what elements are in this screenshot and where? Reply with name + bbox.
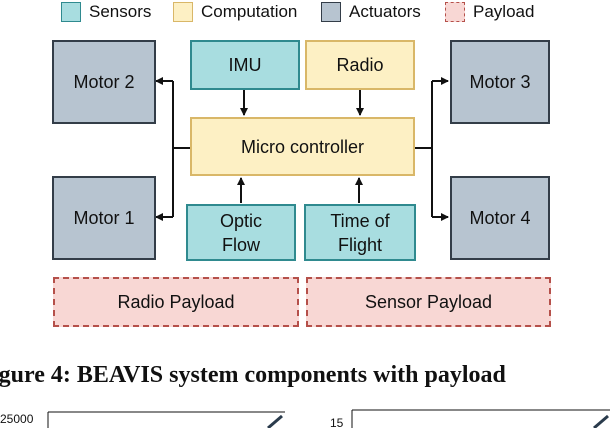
motor1-label: Motor 1 bbox=[73, 208, 135, 228]
legend-computation-label: Computation bbox=[201, 2, 298, 21]
motor1-box: Motor 1 bbox=[52, 176, 156, 260]
legend-sensors: Sensors bbox=[61, 1, 151, 23]
optic-flow-label-line2: Flow bbox=[221, 234, 260, 255]
imu-box: IMU bbox=[190, 40, 300, 90]
motor2-box: Motor 2 bbox=[52, 40, 156, 124]
radio-payload-label: Radio Payload bbox=[117, 292, 235, 312]
legend-actuators-label: Actuators bbox=[349, 2, 421, 21]
payload-swatch bbox=[445, 2, 465, 22]
motor3-box: Motor 3 bbox=[450, 40, 550, 124]
imu-label: IMU bbox=[228, 55, 262, 75]
legend-computation: Computation bbox=[173, 1, 297, 23]
optic-flow-label-line1: Optic bbox=[219, 210, 262, 231]
optic-flow-box: Optic Flow bbox=[186, 204, 296, 261]
sensor-payload-box: Sensor Payload bbox=[306, 277, 551, 327]
motor4-label: Motor 4 bbox=[469, 208, 531, 228]
motor3-label: Motor 3 bbox=[469, 72, 531, 92]
legend-actuators: Actuators bbox=[321, 1, 421, 23]
legend-payload-label: Payload bbox=[473, 2, 535, 21]
radio-payload-box: Radio Payload bbox=[53, 277, 299, 327]
time-of-flight-label-line1: Time of bbox=[330, 210, 390, 231]
legend-sensors-label: Sensors bbox=[89, 2, 152, 21]
micro-controller-label: Micro controller bbox=[240, 136, 365, 157]
left-axis-tick: 25000 bbox=[0, 412, 34, 426]
sensors-swatch bbox=[61, 2, 81, 22]
actuators-swatch bbox=[321, 2, 341, 22]
sensor-payload-label: Sensor Payload bbox=[364, 292, 493, 312]
right-axis-tick: 15 bbox=[330, 416, 344, 430]
figure-caption: igure 4: BEAVIS system components with p… bbox=[0, 362, 506, 388]
motor2-label: Motor 2 bbox=[73, 72, 135, 92]
micro-controller-box: Micro controller bbox=[190, 117, 415, 176]
time-of-flight-box: Time of Flight bbox=[304, 204, 416, 261]
radio-label: Radio bbox=[336, 55, 384, 75]
radio-box: Radio bbox=[305, 40, 415, 90]
motor4-box: Motor 4 bbox=[450, 176, 550, 260]
legend-payload: Payload bbox=[445, 1, 534, 23]
computation-swatch bbox=[173, 2, 193, 22]
time-of-flight-label-line2: Flight bbox=[337, 234, 382, 255]
